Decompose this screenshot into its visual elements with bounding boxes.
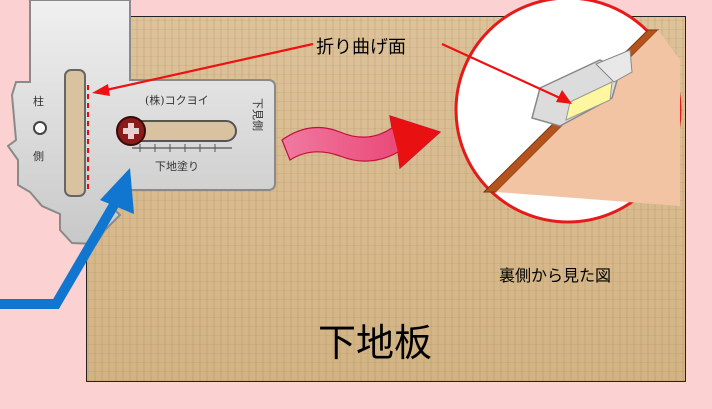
board-label: 下地板 [318, 321, 433, 365]
transition-arrow [281, 115, 442, 170]
jig-side-left-bottom: 側 [33, 150, 44, 163]
screw-icon [116, 116, 146, 146]
magnified-view [454, 0, 682, 224]
jig-company-text: (株)コクヨイ [145, 93, 209, 107]
hole-icon [33, 121, 47, 135]
back-view-caption: 裏側から見た図 [499, 266, 612, 285]
slot-left [64, 69, 86, 197]
blue-pointer-arrow [0, 168, 134, 309]
jig-scale-label: 下地塗り [155, 159, 199, 173]
fold-leader-arrows [92, 42, 572, 104]
jig-side-right: 下見側 [251, 98, 264, 131]
fold-surface-label: 折り曲げ面 [316, 37, 406, 58]
jig-side-left-top: 柱 [33, 94, 44, 108]
